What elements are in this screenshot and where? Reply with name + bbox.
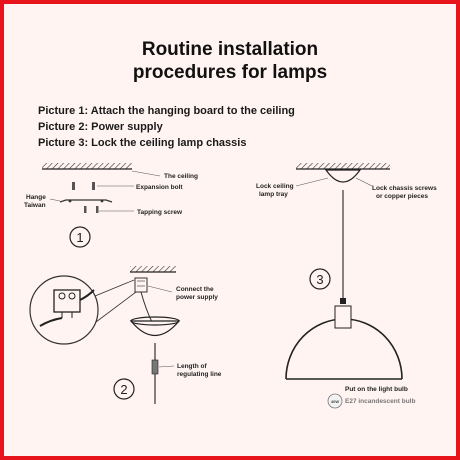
label-connect-1: Connect the bbox=[176, 286, 214, 293]
label-length-1: Length of bbox=[177, 363, 207, 370]
label-lock-tray-2: lamp tray bbox=[259, 191, 288, 198]
figure-1-badge bbox=[69, 226, 91, 248]
figure-2-badge bbox=[113, 378, 135, 400]
terminal-block-small bbox=[134, 277, 148, 293]
bulb-badge: 40W bbox=[331, 399, 339, 404]
label-bulb-caption: Put on the light bulb bbox=[345, 386, 408, 393]
lamp-socket bbox=[334, 305, 352, 329]
label-length-2: regulating line bbox=[177, 371, 222, 378]
ceiling-canopy-bowl bbox=[129, 320, 181, 336]
figure-2: Connect the power supply Length of regul… bbox=[29, 266, 222, 404]
figure-2-number: 2 bbox=[120, 382, 127, 397]
light-bulb-icon: 40W bbox=[327, 393, 343, 409]
hanging-board bbox=[59, 199, 113, 203]
label-lock-chassis-2: or copper pieces bbox=[376, 193, 428, 200]
figure-1-number: 1 bbox=[76, 230, 83, 245]
ceiling-lamp-tray bbox=[324, 169, 362, 183]
title-line-1: Routine installation bbox=[141, 39, 319, 60]
step-3: Picture 3: Lock the ceiling lamp chassis bbox=[38, 137, 247, 149]
line-clamp bbox=[151, 359, 159, 375]
figure-1: The ceiling Expansion bolt Hange Taiwan … bbox=[24, 163, 198, 248]
page-title: Routine installation procedures for lamp… bbox=[4, 38, 456, 84]
title-line-2: procedures for lamps bbox=[132, 62, 328, 83]
label-lock-tray-1: Lock ceiling bbox=[256, 183, 294, 190]
step-2: Picture 2: Power supply bbox=[38, 121, 163, 133]
figure-3-number: 3 bbox=[316, 272, 323, 287]
zoom-detail-circle bbox=[29, 275, 99, 345]
ceiling-hatch-3 bbox=[296, 163, 390, 169]
ceiling-hatch bbox=[42, 163, 132, 169]
expansion-bolt-icon bbox=[72, 182, 95, 190]
label-lock-chassis-1: Lock chassis screws bbox=[372, 185, 437, 192]
label-bulb-type: E27 incandescent bulb bbox=[345, 398, 415, 405]
terminal-block-zoom-icon bbox=[39, 289, 95, 327]
tapping-screw-icon bbox=[84, 206, 99, 213]
label-taiwan: Taiwan bbox=[24, 202, 46, 209]
label-connect-2: power supply bbox=[176, 294, 218, 301]
step-1: Picture 1: Attach the hanging board to t… bbox=[38, 105, 295, 117]
figure-3-badge bbox=[309, 268, 331, 290]
figure-3: Lock ceiling lamp tray Lock chassis scre… bbox=[256, 163, 437, 409]
ceiling-hatch-2 bbox=[130, 266, 176, 272]
socket-cap bbox=[340, 298, 346, 304]
label-ceiling: The ceiling bbox=[164, 173, 198, 180]
step-list: Picture 1: Attach the hanging board to t… bbox=[38, 103, 295, 151]
label-expansion-bolt: Expansion bolt bbox=[136, 184, 183, 191]
label-tapping-screw: Tapping screw bbox=[137, 209, 183, 216]
label-hange: Hange bbox=[26, 194, 46, 201]
